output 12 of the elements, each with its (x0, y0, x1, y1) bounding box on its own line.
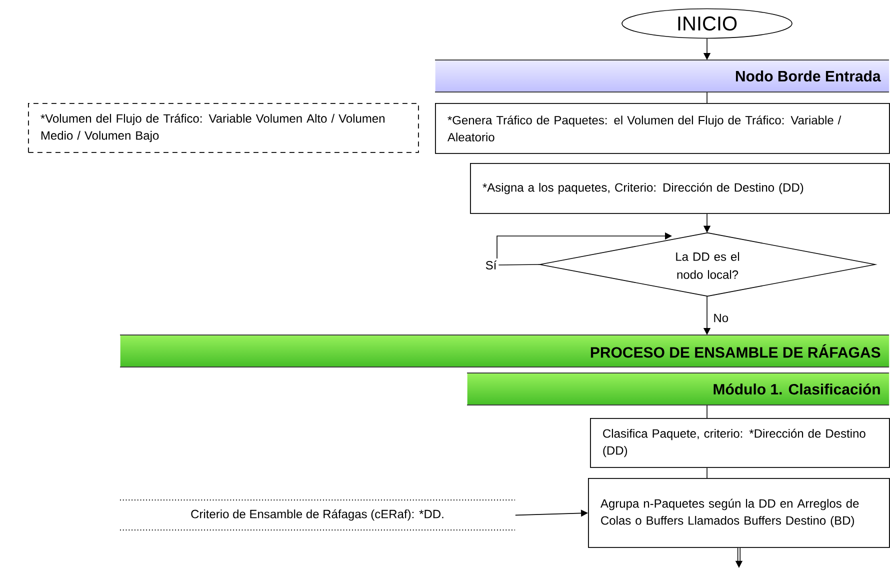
section-band: PROCESO DE ENSAMBLE DE RÁFAGAS (120, 334, 890, 368)
process-box: Clasifica Paquete, criterio: *Dirección de Destino (DD) (590, 418, 890, 468)
edge-label: No (712, 312, 730, 324)
section-band: Módulo 1. Clasificación (466, 372, 890, 406)
note-text: Criterio de Ensamble de Ráfagas (cERaf): *DD. (120, 500, 516, 530)
section-band: Nodo Borde Entrada (434, 60, 890, 92)
process-box: Agrupa n-Paquetes según la DD en Arreglos de Colas o Buffers Llamados Buffers Destino (BD) (588, 478, 890, 548)
note-box: *Volumen del Flujo de Tráfico: Variable Volumen Alto / Volumen Medio / Volumen Bajo (28, 103, 419, 153)
process-box: *Asigna a los paquetes, Criterio: Dirección de Destino (DD) (470, 163, 890, 214)
edge-label: Sí (483, 258, 499, 272)
process-box: *Genera Tráfico de Paquetes: el Volumen del Flujo de Tráfico: Variable / Aleatorio (435, 103, 890, 154)
arrow (496, 232, 672, 266)
